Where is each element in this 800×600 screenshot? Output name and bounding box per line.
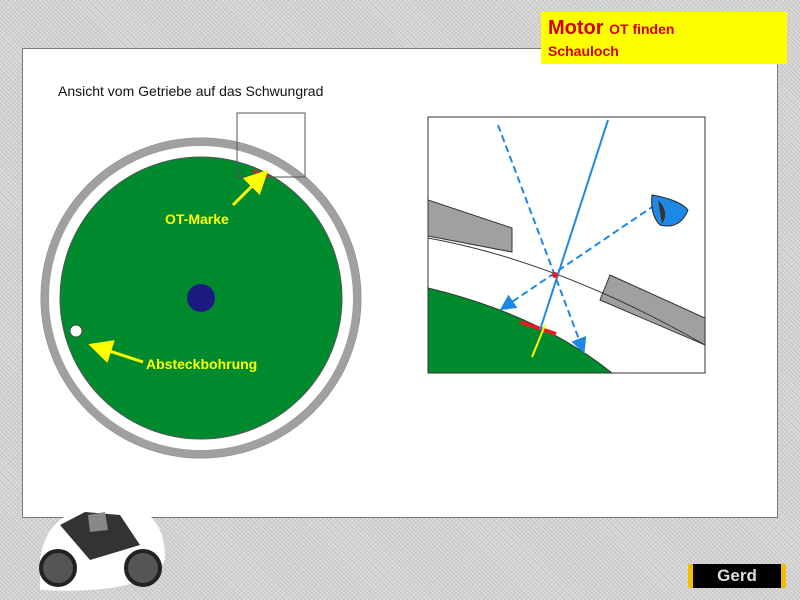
motorcycle-icon xyxy=(39,510,165,591)
pin-hole-label: Absteckbohrung xyxy=(146,356,258,372)
eye-icon xyxy=(651,194,689,227)
gerd-logo: Gerd xyxy=(688,564,786,588)
ot-mark-label: OT-Marke xyxy=(165,211,229,227)
title-box: Motor OT finden Schauloch xyxy=(541,12,787,64)
title-subtitle: Schauloch xyxy=(548,43,619,59)
detail-view xyxy=(427,116,706,374)
diagram-caption: Ansicht vom Getriebe auf das Schwungrad xyxy=(58,83,324,99)
title-main: Motor OT finden xyxy=(548,17,675,39)
hub xyxy=(187,284,215,312)
pin-hole xyxy=(69,324,83,338)
inspection-window xyxy=(236,112,306,178)
flywheel-overview xyxy=(40,112,362,459)
